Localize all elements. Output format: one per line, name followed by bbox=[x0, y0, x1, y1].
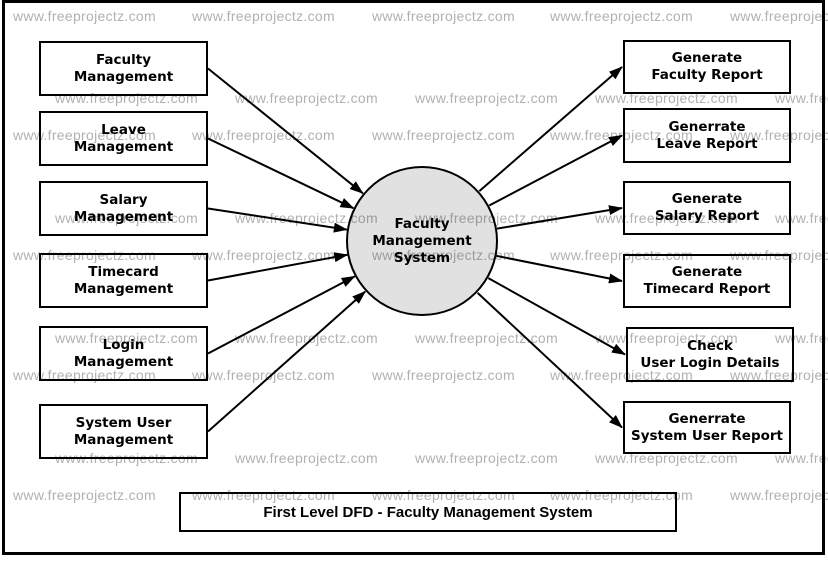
flow-arrow bbox=[207, 67, 364, 195]
entity-label: Generate Salary Report bbox=[654, 191, 760, 224]
diagram-title-box: First Level DFD - Faculty Management Sys… bbox=[179, 492, 677, 532]
flow-arrow bbox=[488, 134, 623, 207]
flow-arrow bbox=[207, 137, 355, 210]
entity-box-generate-faculty-report: Generate Faculty Report bbox=[623, 40, 791, 94]
flow-arrow bbox=[496, 205, 623, 230]
entity-label: Login Management bbox=[73, 336, 174, 370]
entity-label: System User Management bbox=[73, 414, 174, 448]
entity-box-generrate-system-user-report: Generrate System User Report bbox=[623, 401, 791, 454]
flow-arrow bbox=[487, 277, 626, 356]
entity-box-salary-management: Salary Management bbox=[39, 181, 208, 236]
entity-box-generate-timecard-report: Generate Timecard Report bbox=[623, 254, 791, 308]
process-label: Faculty Management System bbox=[372, 215, 472, 266]
flow-arrow bbox=[476, 292, 623, 429]
entity-box-leave-management: Leave Management bbox=[39, 111, 208, 166]
process-circle: Faculty Management System bbox=[346, 166, 498, 316]
entity-box-faculty-management: Faculty Management bbox=[39, 41, 208, 96]
entity-label: Timecard Management bbox=[73, 263, 174, 297]
entity-label: Generate Timecard Report bbox=[643, 264, 771, 297]
flow-arrow bbox=[496, 254, 623, 284]
entity-label: Generate Faculty Report bbox=[651, 50, 763, 83]
entity-box-login-management: Login Management bbox=[39, 326, 208, 381]
entity-label: Check User Login Details bbox=[640, 337, 780, 371]
entity-box-generrate-leave-report: Generrate Leave Report bbox=[623, 108, 791, 163]
flow-arrow bbox=[478, 66, 623, 192]
entity-box-check-user-login-details: Check User Login Details bbox=[626, 327, 794, 382]
entity-label: Faculty Management bbox=[73, 51, 174, 85]
diagram-border bbox=[2, 0, 825, 555]
entity-label: Generrate Leave Report bbox=[656, 118, 758, 152]
entity-box-generate-salary-report: Generate Salary Report bbox=[623, 181, 791, 235]
entity-label: Generrate System User Report bbox=[630, 410, 784, 444]
entity-box-system-user-management: System User Management bbox=[39, 404, 208, 459]
flow-arrow bbox=[207, 207, 348, 233]
flow-arrow bbox=[207, 290, 366, 433]
entity-label: Leave Management bbox=[73, 121, 174, 155]
flow-arrow bbox=[207, 252, 349, 282]
entity-box-timecard-management: Timecard Management bbox=[39, 253, 208, 308]
diagram-title: First Level DFD - Faculty Management Sys… bbox=[263, 503, 593, 521]
flow-arrow bbox=[207, 275, 356, 355]
entity-label: Salary Management bbox=[73, 191, 174, 225]
